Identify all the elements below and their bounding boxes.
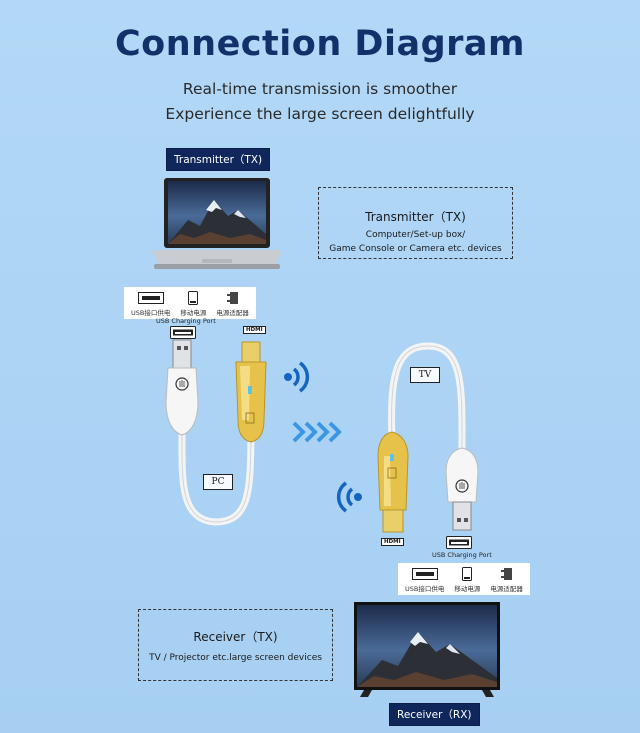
receiver-info-box: Receiver（TX) TV / Projector etc.large sc… bbox=[138, 609, 333, 681]
usb-port-icon-tx bbox=[170, 326, 196, 339]
hdmi-tag-tx: HDMI bbox=[243, 326, 266, 334]
usb-charging-port-label-rx: USB Charging Port bbox=[432, 551, 492, 559]
power-option-adapter-label: 电源适配器 bbox=[490, 585, 523, 593]
laptop-image bbox=[152, 178, 282, 269]
transmitter-dongle bbox=[165, 339, 267, 526]
receiver-dongle bbox=[377, 342, 479, 533]
power-option-usb-label: USB接口供电 bbox=[405, 585, 445, 593]
power-option-adapter-label: 电源适配器 bbox=[216, 309, 249, 317]
power-option-usb-rx: USB接口供电 bbox=[402, 567, 447, 593]
tv-image bbox=[354, 602, 500, 697]
power-options-rx: USB接口供电 移动电源 电源适配器 bbox=[398, 563, 530, 595]
transmitter-tag: Transmitter（TX) bbox=[166, 148, 271, 171]
receiver-tag: Receiver（RX) bbox=[389, 703, 480, 726]
pc-label: PC bbox=[203, 474, 233, 490]
transmitter-box-title: Transmitter（TX) bbox=[365, 210, 466, 224]
hdmi-tag-rx: HDMI bbox=[381, 538, 404, 546]
subtitle-line-1: Real-time transmission is smoother bbox=[182, 80, 458, 98]
transmission-arrows bbox=[292, 421, 342, 443]
power-adapter-icon bbox=[500, 567, 513, 581]
receiver-box-line1: TV / Projector etc.large screen devices bbox=[149, 653, 322, 663]
power-bank-icon bbox=[188, 291, 199, 305]
power-option-usb: USB接口供电 bbox=[128, 291, 173, 317]
power-bank-icon bbox=[462, 567, 473, 581]
power-option-adapter: 电源适配器 bbox=[213, 291, 252, 317]
power-option-adapter-rx: 电源适配器 bbox=[487, 567, 526, 593]
power-option-bank-label: 移动电源 bbox=[454, 585, 481, 593]
transmitter-box-line1: Computer/Set-up box/ bbox=[365, 230, 466, 240]
power-option-usb-label: USB接口供电 bbox=[131, 309, 171, 317]
power-option-bank-rx: 移动电源 bbox=[451, 567, 483, 593]
usb-port-icon-rx bbox=[446, 536, 472, 549]
power-option-bank: 移动电源 bbox=[177, 291, 209, 317]
receiver-box-title: Receiver（TX) bbox=[193, 630, 278, 644]
usb-charging-port-label-tx: USB Charging Port bbox=[156, 317, 216, 325]
power-options-tx: USB接口供电 移动电源 电源适配器 bbox=[124, 287, 256, 319]
page-title: Connection Diagram bbox=[115, 24, 525, 64]
transmitter-box-line2: Game Console or Camera etc. devices bbox=[329, 244, 502, 254]
usb-port-icon bbox=[411, 567, 438, 581]
transmitter-info-box: Transmitter（TX) Computer/Set-up box/ Gam… bbox=[318, 187, 513, 259]
power-option-bank-label: 移动电源 bbox=[180, 309, 207, 317]
wifi-signal-icon-tx bbox=[284, 361, 310, 393]
wifi-signal-icon-rx bbox=[336, 481, 362, 513]
tv-label: TV bbox=[410, 367, 440, 383]
power-adapter-icon bbox=[226, 291, 239, 305]
subtitle-line-2: Experience the large screen delightfully bbox=[165, 105, 475, 123]
usb-port-icon bbox=[137, 291, 164, 305]
